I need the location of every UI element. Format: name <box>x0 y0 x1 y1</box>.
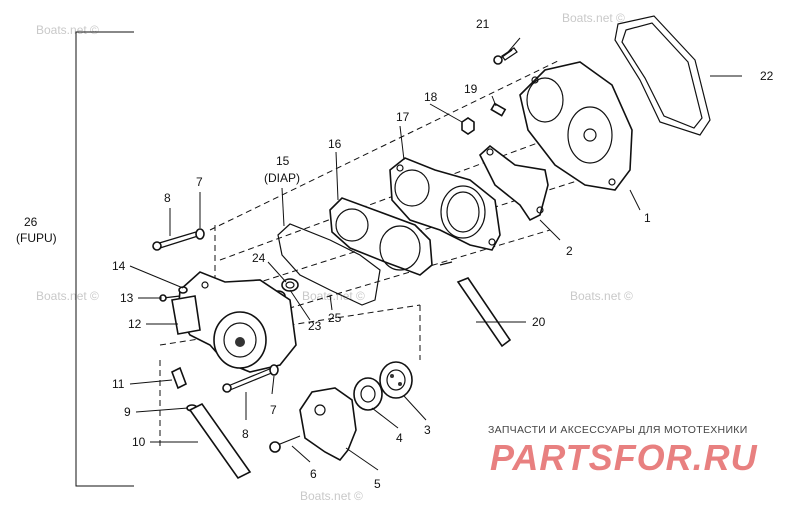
callout-3: 3 <box>424 423 431 437</box>
callout-25: 25 <box>328 311 342 325</box>
pump-cover-1 <box>519 61 633 191</box>
washer-7-bottom <box>269 364 279 376</box>
callout-12: 12 <box>128 317 142 331</box>
callout-22: 22 <box>760 69 774 83</box>
callout-26-sub: (FUPU) <box>16 231 57 245</box>
screw-6 <box>269 435 301 453</box>
cover-5 <box>299 387 357 462</box>
assembly-bracket <box>75 31 134 487</box>
washer-7-top <box>195 228 205 240</box>
callout-2: 2 <box>566 244 573 258</box>
callout-1: 1 <box>644 211 651 225</box>
callout-8-bottom: 8 <box>242 427 249 441</box>
leader-lines <box>129 37 742 471</box>
plate-2 <box>479 144 549 222</box>
callout-21: 21 <box>476 17 490 31</box>
callout-8-top: 8 <box>164 191 171 205</box>
callout-4: 4 <box>396 431 403 445</box>
fitting-11 <box>170 366 188 390</box>
diaphragm-15 <box>277 223 381 306</box>
bolt-8-top <box>152 231 199 251</box>
callout-6: 6 <box>310 467 317 481</box>
watermark: Boats.net © <box>562 11 625 25</box>
callout-20: 20 <box>532 315 546 329</box>
callout-7-top: 7 <box>196 175 203 189</box>
pump-housing-12 <box>171 271 297 373</box>
callout-11: 11 <box>112 377 125 391</box>
pump-body-17 <box>389 157 501 251</box>
callout-7-bottom: 7 <box>270 403 277 417</box>
callout-15-sub: (DIAP) <box>264 171 300 185</box>
callout-24: 24 <box>252 251 266 265</box>
callout-26: 26 <box>24 215 38 229</box>
callout-18: 18 <box>424 90 438 104</box>
brand-subtitle: ЗАПЧАСТИ И АКСЕССУАРЫ ДЛЯ МОТОТЕХНИКИ <box>488 424 748 436</box>
hose-20 <box>439 261 512 348</box>
watermark: Boats.net © <box>300 489 363 503</box>
callout-10: 10 <box>132 435 146 449</box>
partsfor-logo: ЗАПЧАСТИ И АКСЕССУАРЫ ДЛЯ МОТОТЕХНИКИ PA… <box>488 424 788 484</box>
hose-10 <box>188 402 252 480</box>
nut-18 <box>461 117 475 135</box>
screw-21 <box>493 47 518 65</box>
callout-17: 17 <box>396 110 410 124</box>
watermark: Boats.net © <box>36 289 99 303</box>
fitting-14 <box>178 286 188 294</box>
callout-23: 23 <box>308 319 322 333</box>
valve-3 <box>379 361 413 399</box>
callouts: 21 22 1 2 18 19 17 16 15 (DIAP) 20 26 (F… <box>16 17 774 491</box>
callout-19: 19 <box>464 82 478 96</box>
bolt-8-bottom <box>222 367 275 393</box>
gasket-22 <box>614 15 711 136</box>
callout-14: 14 <box>112 259 126 273</box>
callout-15: 15 <box>276 154 290 168</box>
callout-9: 9 <box>124 405 131 419</box>
pin-19 <box>490 102 507 117</box>
brand-logo-text: PARTSFOR.RU <box>490 437 758 478</box>
callout-16: 16 <box>328 137 342 151</box>
callout-13: 13 <box>120 291 134 305</box>
watermark: Boats.net © <box>570 289 633 303</box>
callout-5: 5 <box>374 477 381 491</box>
watermark: Boats.net © <box>36 23 99 37</box>
gasket-16 <box>329 197 433 276</box>
washer-4 <box>353 377 383 411</box>
